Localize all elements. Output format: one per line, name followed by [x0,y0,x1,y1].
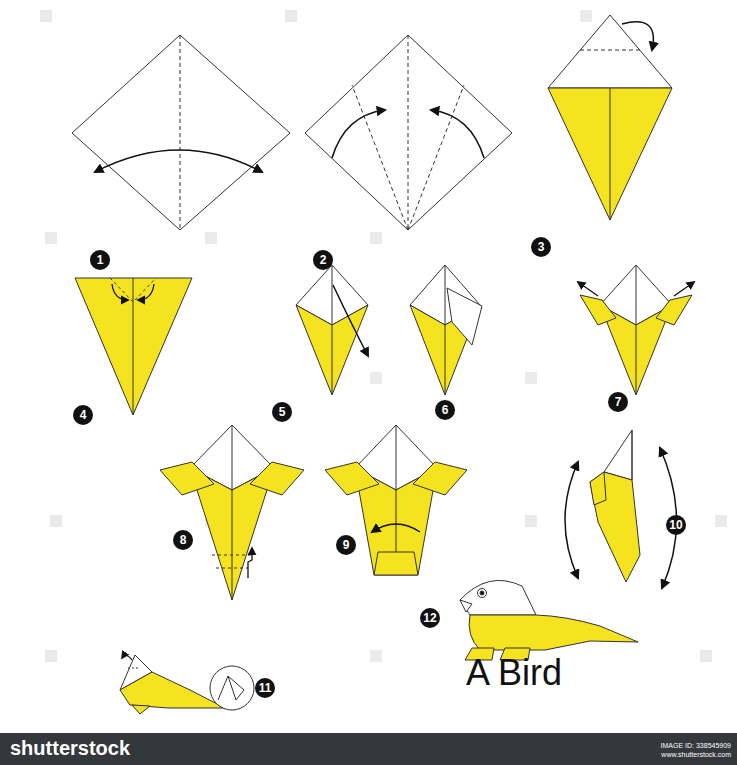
step-number-text: 11 [259,681,272,695]
step-number-text: 7 [615,395,622,409]
step-number-text: 12 [423,611,436,625]
image-info-text: www.shutterstock.com [661,751,731,758]
step-number-text: 1 [97,253,104,267]
step-number: 8 [173,530,193,550]
step-number: 3 [531,237,551,257]
step-number: 7 [608,392,628,412]
step-number: 9 [336,535,356,555]
step-number: 6 [435,400,455,420]
title-text: A Bird [466,652,562,694]
watermark-squares [40,10,727,662]
step-number: 12 [420,608,440,628]
folding-steps [72,15,694,714]
step-number-text: 8 [180,533,187,547]
step-number-text: 5 [279,405,286,419]
step-number-text: 2 [320,253,327,267]
brand-logo-text: shutterstock [10,737,130,760]
step-number: 11 [255,678,275,698]
step-number-text: 3 [538,240,545,254]
step-number: 5 [272,402,292,422]
step-number: 4 [73,405,93,425]
step-number: 10 [666,515,686,535]
image-info-text: IMAGE ID: 338545909 [661,742,731,749]
footer-bar: shutterstock IMAGE ID: 338545909 www.shutt… [0,733,737,765]
step-number-text: 9 [343,538,350,552]
step-number: 1 [90,250,110,270]
step-number: 2 [313,250,333,270]
step-number-text: 10 [669,518,682,532]
step-number-text: 4 [80,408,87,422]
step-number-text: 6 [442,403,449,417]
